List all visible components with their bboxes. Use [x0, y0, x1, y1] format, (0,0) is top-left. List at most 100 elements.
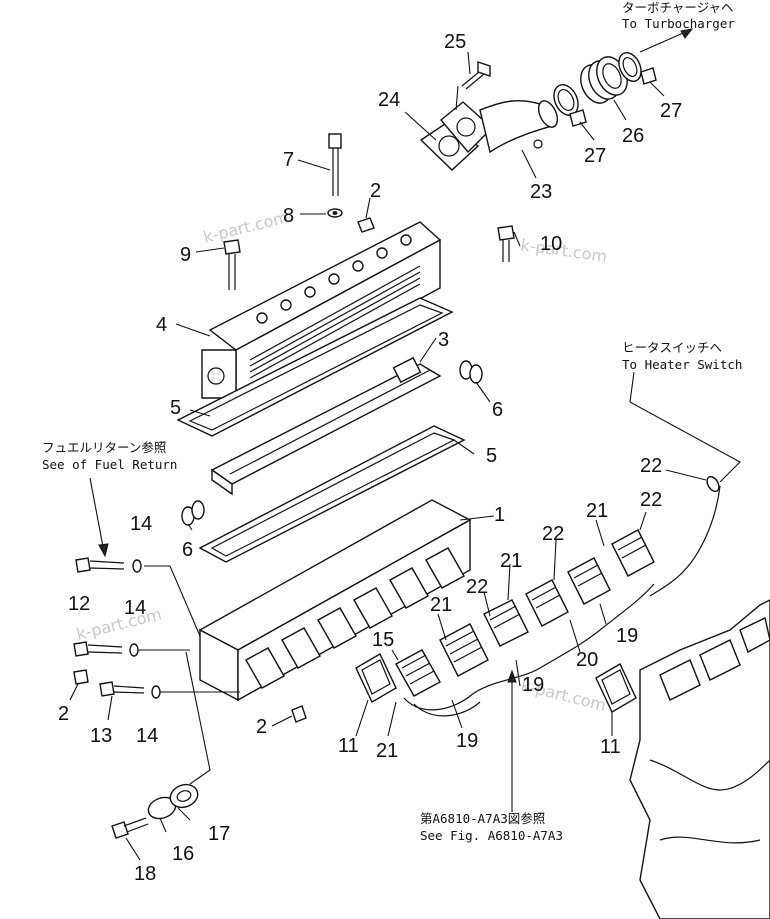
heater-element-6 — [611, 529, 655, 577]
callout-6-left: 6 — [182, 539, 193, 561]
turbo-arrow-head — [680, 28, 694, 39]
engine-block — [629, 599, 770, 919]
callout-27-left: 27 — [584, 145, 606, 167]
callout-21-d: 21 — [586, 500, 608, 522]
note-turbocharger: ターボチャージャヘ To Turbocharger — [622, 0, 735, 53]
washer-14-c — [151, 685, 161, 699]
callout-19-middle: 19 — [522, 674, 544, 696]
note-turbocharger-en: To Turbocharger — [622, 16, 735, 31]
note-heater-en: To Heater Switch — [622, 357, 742, 372]
oring-6-right — [459, 360, 483, 384]
callout-27-right: 27 — [660, 100, 682, 122]
watermark-2: k-part.com — [519, 235, 608, 266]
callout-13: 13 — [90, 725, 112, 747]
washer-8 — [327, 208, 343, 218]
bolt-9 — [223, 239, 241, 290]
hose-26 — [580, 56, 628, 104]
callout-11-right: 11 — [600, 736, 621, 758]
callout-24: 24 — [378, 89, 400, 111]
callout-19-right: 19 — [616, 625, 638, 647]
callout-22-d: 22 — [640, 455, 662, 477]
callout-17: 17 — [208, 823, 230, 845]
callout-22-b: 22 — [542, 523, 564, 545]
gasket-17 — [169, 783, 199, 809]
plug-2-left — [73, 669, 89, 685]
callout-14-middle: 14 — [124, 597, 146, 619]
heater-element-4 — [525, 579, 569, 627]
leader-lines — [69, 51, 707, 861]
note-heater-jp: ヒータスイッチへ — [622, 340, 722, 355]
callout-9: 9 — [180, 244, 191, 266]
bolt-18 — [111, 817, 149, 839]
bolt-7 — [328, 133, 342, 196]
heater-wiring — [403, 475, 721, 717]
note-fuel-return: フュエルリターン参照 See of Fuel Return — [42, 440, 177, 558]
callout-2-left: 2 — [58, 703, 69, 725]
bolt-25 — [461, 61, 491, 90]
manifold-cover-4 — [201, 221, 442, 400]
note-fuel-jp: フュエルリターン参照 — [42, 440, 166, 455]
heater-switch-leader — [629, 371, 741, 483]
callout-21-a: 21 — [376, 740, 398, 762]
note-fig-jp: 第A6810-A7A3図参照 — [420, 811, 545, 826]
callout-5-lower: 5 — [486, 445, 497, 467]
pipe-23 — [440, 99, 559, 154]
bolt-fuel — [75, 557, 125, 573]
note-fuel-en: See of Fuel Return — [42, 457, 177, 472]
callout-5-upper: 5 — [170, 397, 181, 419]
clamp-27-right — [618, 52, 657, 85]
callout-4: 4 — [156, 314, 167, 336]
manifold-ports — [245, 547, 465, 689]
bolt-13 — [99, 681, 145, 697]
callout-14-bottom: 14 — [136, 725, 158, 747]
intake-manifold-1 — [198, 499, 472, 702]
callout-3: 3 — [438, 329, 449, 351]
callout-10: 10 — [540, 233, 562, 255]
fuel-arrow-line — [89, 477, 105, 553]
callout-26: 26 — [622, 125, 644, 147]
clamp-27-left — [553, 84, 587, 127]
callout-23: 23 — [530, 181, 552, 203]
callout-labels: 1 2 2 2 3 4 5 5 6 6 7 8 9 10 11 11 12 13… — [58, 31, 682, 885]
heater-element-2 — [439, 623, 489, 677]
note-turbocharger-jp: ターボチャージャヘ — [622, 0, 734, 15]
callout-16: 16 — [172, 843, 194, 865]
callout-2-bottom: 2 — [256, 716, 267, 738]
plug-2-top — [357, 217, 375, 233]
callout-22-c: 22 — [640, 489, 662, 511]
heater-element-5 — [567, 557, 611, 605]
callout-21-c: 21 — [500, 550, 522, 572]
callout-6-right: 6 — [492, 399, 503, 421]
turbo-arrow-line — [639, 29, 691, 53]
callout-18: 18 — [134, 863, 156, 885]
fuel-arrow-head — [98, 543, 109, 558]
callout-25: 25 — [444, 31, 466, 53]
callout-20: 20 — [576, 649, 598, 671]
callout-22-a: 22 — [466, 576, 488, 598]
gasket-24 — [419, 121, 480, 171]
gasket-11-right — [595, 663, 637, 713]
callout-8: 8 — [283, 205, 294, 227]
callout-1: 1 — [494, 504, 505, 526]
oring-6-left — [181, 500, 205, 526]
plug-2-bottom — [291, 705, 307, 723]
callout-15: 15 — [372, 629, 394, 651]
cover-bolt-bosses — [256, 234, 412, 324]
gasket-11-left — [355, 653, 397, 703]
washer-14-b — [129, 643, 139, 657]
note-heater-switch: ヒータスイッチへ To Heater Switch — [622, 340, 742, 372]
callout-21-b: 21 — [430, 594, 452, 616]
heater-element-15 — [395, 649, 441, 697]
gasket-5-upper — [176, 297, 454, 437]
watermark-1: k-part.com — [201, 207, 290, 247]
bolt-10 — [497, 225, 515, 262]
callout-19-left: 19 — [456, 730, 478, 752]
callout-7: 7 — [283, 149, 294, 171]
note-fig-en: See Fig. A6810-A7A3 — [420, 828, 563, 843]
heater-3 — [210, 356, 442, 496]
callout-12: 12 — [68, 593, 90, 615]
washer-14-a — [132, 559, 142, 573]
callout-14-top: 14 — [130, 513, 152, 535]
heater-element-3 — [483, 599, 529, 647]
